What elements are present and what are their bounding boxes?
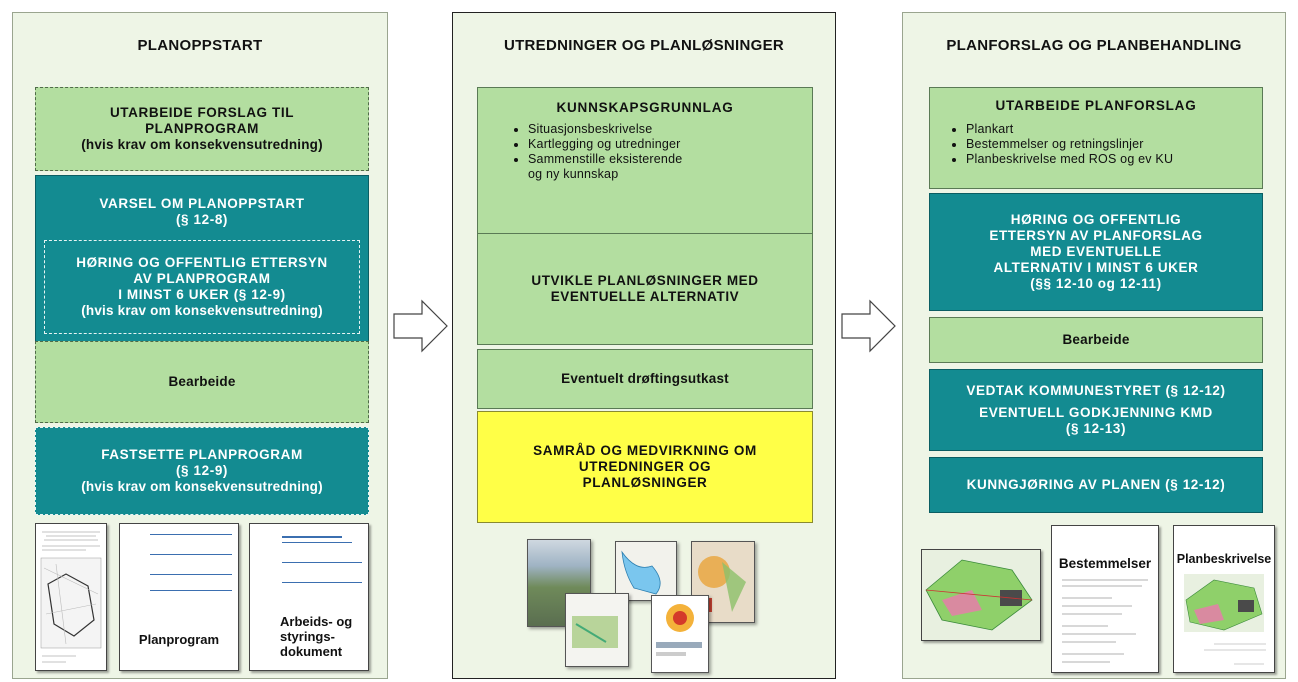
- step-eventuelt-droftingsutkast: Eventuelt drøftingsutkast: [477, 349, 813, 409]
- step-kunngjoring: KUNNGJØRING AV PLANEN (§ 12-12): [929, 457, 1263, 513]
- doc-header-line: [150, 534, 232, 535]
- step-fastsette-planprogram: FASTSETTE PLANPROGRAM (§ 12-9) (hvis kra…: [35, 427, 369, 515]
- hazard-map-icon: [656, 604, 702, 656]
- step-line: HØRING OG OFFENTLIG: [1010, 212, 1182, 227]
- step-line: PLANPROGRAM: [145, 121, 259, 136]
- step-title: UTARBEIDE PLANFORSLAG: [995, 98, 1197, 113]
- photo-hazard-map: [651, 595, 709, 673]
- list-item: Sammenstille eksisterende og ny kunnskap: [528, 152, 698, 182]
- column-planoppstart: PLANOPPSTART UTARBEIDE FORSLAG TIL PLANP…: [12, 12, 388, 679]
- doc-header-line: [282, 542, 352, 543]
- list-item: Planbeskrivelse med ROS og ev KU: [966, 152, 1173, 167]
- doc-header-line: [150, 574, 232, 575]
- step-samrad-og-medvirkning: SAMRÅD OG MEDVIRKNING OM UTREDNINGER OG …: [477, 411, 813, 523]
- column-utredninger: UTREDNINGER OG PLANLØSNINGER KUNNSKAPSGR…: [452, 12, 836, 679]
- arrow-right-icon: [841, 299, 896, 353]
- document-planprogram: Planprogram: [119, 523, 239, 671]
- step-utvikle-planlosninger: UTVIKLE PLANLØSNINGER MED EVENTUELLE ALT…: [477, 233, 813, 345]
- step-line: FASTSETTE PLANPROGRAM: [101, 447, 303, 462]
- photo-map-small: [565, 593, 629, 667]
- step-bearbeide: Bearbeide: [929, 317, 1263, 363]
- map-small-icon: [572, 616, 618, 648]
- document-label: Arbeids- og styrings-dokument: [280, 614, 353, 659]
- photo-map-water: [615, 541, 677, 601]
- map-sketch-icon: [40, 531, 102, 663]
- doc-header-line: [282, 562, 362, 563]
- step-line: I MINST 6 UKER (§ 12-9): [118, 287, 286, 302]
- map-water-icon: [621, 550, 661, 595]
- step-line: Bearbeide: [168, 374, 236, 389]
- step-line: PLANLØSNINGER: [582, 475, 708, 490]
- step-title: KUNNSKAPSGRUNNLAG: [556, 100, 734, 115]
- step-line: EVENTUELLE ALTERNATIV: [550, 289, 740, 304]
- document-label: Bestemmelser: [1058, 556, 1152, 571]
- step-line: (hvis krav om konsekvensutredning): [81, 479, 323, 494]
- step-varsel-om-planoppstart: VARSEL OM PLANOPPSTART (§ 12-8) HØRING O…: [35, 175, 369, 345]
- step-line: UTVIKLE PLANLØSNINGER MED: [531, 273, 759, 288]
- step-line: VEDTAK KOMMUNESTYRET (§ 12-12): [966, 383, 1226, 398]
- arrow-right-icon: [393, 299, 448, 353]
- step-line: (§ 12-8): [175, 212, 229, 227]
- column-title: PLANOPPSTART: [137, 37, 263, 54]
- step-line: (hvis krav om konsekvensutredning): [81, 137, 323, 152]
- document-arbeids-og-styringsdokument: Arbeids- og styrings-dokument: [249, 523, 369, 671]
- step-line: Eventuelt drøftingsutkast: [561, 371, 729, 386]
- step-line: UTARBEIDE FORSLAG TIL: [109, 105, 295, 120]
- bullet-list: Situasjonsbeskrivelse Kartlegging og utr…: [478, 122, 698, 182]
- document-planbeskrivelse: Planbeskrivelse: [1173, 525, 1275, 673]
- step-line: AV PLANPROGRAM: [133, 271, 271, 286]
- list-item: Kartlegging og utredninger: [528, 137, 698, 152]
- step-line: (§§ 12-10 og 12-11): [1030, 276, 1162, 291]
- step-line: ETTERSYN AV PLANFORSLAG: [989, 228, 1203, 243]
- column-title: PLANFORSLAG OG PLANBEHANDLING: [946, 37, 1242, 54]
- step-line: MED EVENTUELLE: [1030, 244, 1162, 259]
- step-line: (hvis krav om konsekvensutredning): [81, 303, 323, 318]
- doc-header-line: [282, 582, 362, 583]
- step-line: ALTERNATIV I MINST 6 UKER: [993, 260, 1199, 275]
- doc-header-line: [282, 536, 342, 538]
- document-plankart: [921, 549, 1041, 641]
- step-line: (§ 12-9): [175, 463, 229, 478]
- list-item: Plankart: [966, 122, 1173, 137]
- step-vedtak-kommunestyret: VEDTAK KOMMUNESTYRET (§ 12-12) EVENTUELL…: [929, 369, 1263, 451]
- doc-header-line: [150, 554, 232, 555]
- document-label: Planbeskrivelse: [1176, 552, 1272, 566]
- step-utarbeide-forslag-planprogram: UTARBEIDE FORSLAG TIL PLANPROGRAM (hvis …: [35, 87, 369, 171]
- column-title: UTREDNINGER OG PLANLØSNINGER: [503, 37, 785, 54]
- step-horing-planforslag: HØRING OG OFFENTLIG ETTERSYN AV PLANFORS…: [929, 193, 1263, 311]
- step-kunnskapsgrunnlag: KUNNSKAPSGRUNNLAG Situasjonsbeskrivelse …: [477, 87, 813, 235]
- step-utarbeide-planforslag: UTARBEIDE PLANFORSLAG Plankart Bestemmel…: [929, 87, 1263, 189]
- step-horing-planprogram: HØRING OG OFFENTLIG ETTERSYN AV PLANPROG…: [44, 240, 360, 334]
- step-line: Bearbeide: [1062, 332, 1130, 347]
- document-label: Planprogram: [138, 632, 220, 647]
- doc-header-line: [150, 590, 232, 591]
- list-item: Situasjonsbeskrivelse: [528, 122, 698, 137]
- step-bearbeide: Bearbeide: [35, 341, 369, 423]
- step-line: UTREDNINGER OG: [578, 459, 712, 474]
- planbeskrivelse-map-icon: [1184, 574, 1266, 665]
- step-line: VARSEL OM PLANOPPSTART: [99, 196, 305, 211]
- document-bestemmelser: Bestemmelser: [1051, 525, 1159, 673]
- document-thumbnail-map: [35, 523, 107, 671]
- bullet-list: Plankart Bestemmelser og retningslinjer …: [930, 122, 1173, 167]
- plankart-map-icon: [922, 550, 1040, 640]
- text-lines-icon: [1062, 579, 1148, 663]
- list-item: Bestemmelser og retningslinjer: [966, 137, 1173, 152]
- step-line: (§ 12-13): [1065, 421, 1127, 436]
- step-line: SAMRÅD OG MEDVIRKNING OM: [533, 443, 757, 458]
- column-planforslag: PLANFORSLAG OG PLANBEHANDLING UTARBEIDE …: [902, 12, 1286, 679]
- step-line: KUNNGJØRING AV PLANEN (§ 12-12): [966, 477, 1226, 492]
- step-line: HØRING OG OFFENTLIG ETTERSYN: [76, 255, 328, 270]
- step-line: EVENTUELL GODKJENNING KMD: [979, 405, 1213, 420]
